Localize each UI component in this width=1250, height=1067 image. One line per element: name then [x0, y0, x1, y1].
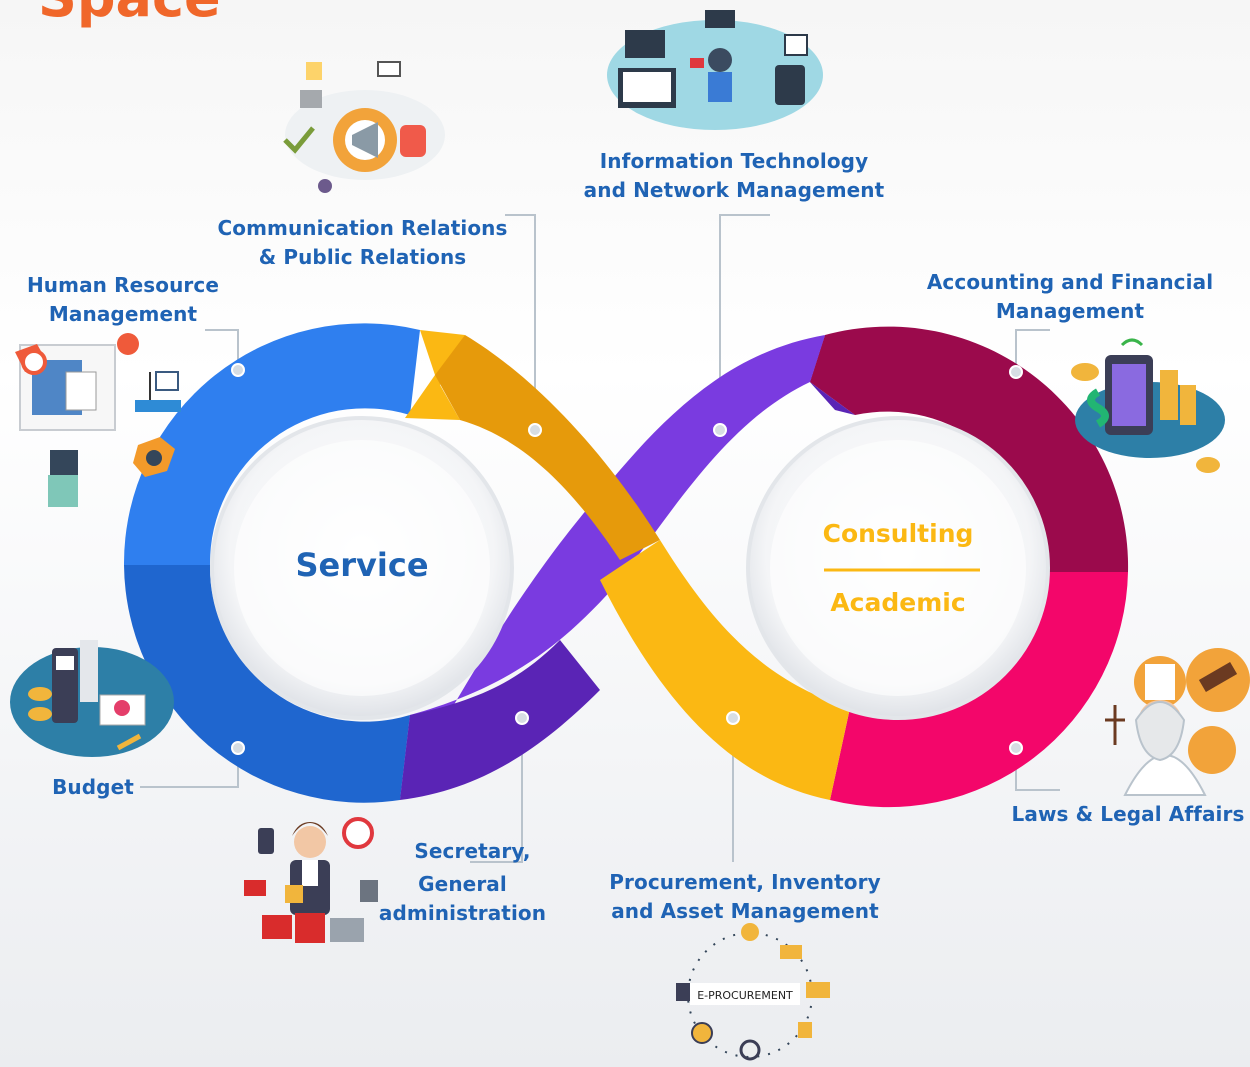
label-it-line1: Information Technology: [599, 149, 869, 173]
crossing-bands: [400, 335, 850, 800]
consulting-label: Consulting: [822, 519, 974, 548]
label-it-line2: and Network Management: [583, 178, 885, 202]
it-network-icon: [607, 10, 823, 130]
label-communication-line2: & Public Relations: [258, 245, 467, 269]
label-secretary-line3: administration: [378, 901, 547, 925]
segment-procurement: [600, 540, 850, 800]
label-it: Information Technology and Network Manag…: [578, 147, 890, 205]
label-accounting-line1: Accounting and Financial: [926, 270, 1214, 294]
label-procurement-line2: and Asset Management: [611, 899, 879, 923]
label-hr-line1: Human Resource: [26, 273, 220, 297]
page-title: Space: [38, 0, 221, 29]
segment-accounting: [810, 326, 1129, 572]
segment-it: [400, 335, 825, 800]
label-procurement-line1: Procurement, Inventory: [609, 870, 881, 894]
accounting-icon: [1071, 338, 1225, 473]
label-hr: Human Resource Management: [20, 271, 226, 329]
segment-communication: [435, 335, 660, 560]
label-procurement: Procurement, Inventory and Asset Managem…: [595, 868, 895, 926]
label-hr-line2: Management: [48, 302, 198, 326]
label-accounting: Accounting and Financial Management: [915, 268, 1225, 326]
segment-hr: [123, 323, 420, 565]
label-secretary-line2: General: [418, 872, 507, 896]
secretary-icon: [244, 817, 378, 943]
connector-hr: [205, 329, 239, 370]
law-icon: [1105, 648, 1250, 796]
communication-icon: [283, 61, 445, 193]
connector-comm: [505, 214, 536, 430]
connector-dots: [231, 363, 1023, 755]
segment-budget: [124, 565, 410, 803]
eproc-text: E-PROCUREMENT: [697, 989, 793, 1002]
budget-icon: [10, 640, 174, 757]
label-budget: Budget: [52, 775, 134, 799]
connector-sec: [470, 718, 523, 863]
label-secretary: Secretary, General administration: [375, 837, 550, 928]
service-label: Service: [295, 546, 429, 584]
label-communication-line1: Communication Relations: [217, 216, 508, 240]
label-communication: Communication Relations & Public Relatio…: [205, 214, 520, 272]
procurement-icon: [676, 923, 830, 1061]
label-secretary-line1: Secretary,: [414, 839, 531, 863]
academic-label: Academic: [830, 588, 966, 617]
segment-secretary: [400, 640, 600, 800]
human-resource-icon: [15, 333, 181, 507]
connector-it: [719, 214, 770, 430]
label-accounting-line2: Management: [995, 299, 1145, 323]
label-law: Laws & Legal Affairs: [1011, 802, 1245, 826]
connector-acct: [1015, 329, 1050, 372]
